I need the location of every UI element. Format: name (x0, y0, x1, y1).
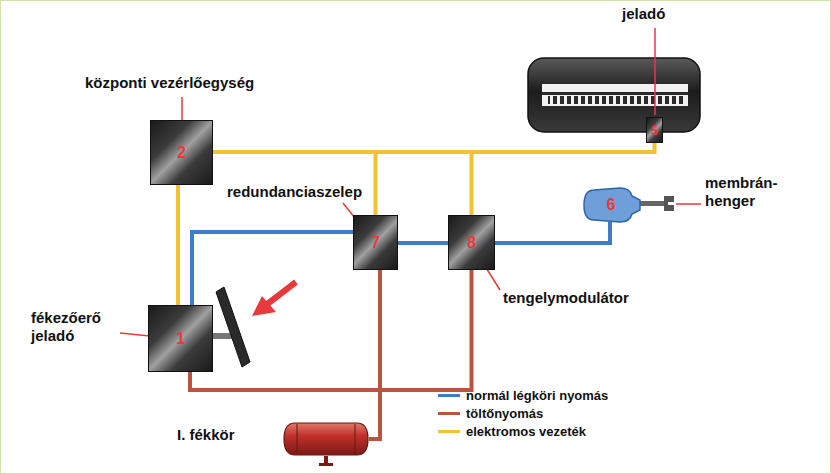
drain-valve (319, 456, 333, 466)
part-label: jeladó (622, 5, 665, 23)
callout-number: 2 (177, 145, 186, 161)
push-rod (640, 196, 674, 211)
part-label: membrán- henger (705, 174, 785, 210)
callout-number: 8 (467, 235, 476, 251)
component-box: 1fékezőerő jeladó (148, 305, 213, 372)
callout-number: 5 (651, 124, 658, 137)
legend-text: normál légköri nyomás (466, 388, 608, 403)
component-box: 2központi vezérlőegység (150, 120, 213, 185)
part-label: redundanciaszelep (227, 183, 362, 201)
component-box: 7redundanciaszelep (353, 215, 398, 270)
air-tank: I. fékkör (283, 422, 369, 456)
brake-chamber: 6membrán- henger (580, 184, 642, 226)
tone-wheel (528, 58, 700, 132)
pipe-connector (192, 232, 353, 305)
component-box: 5jeladó (646, 117, 663, 143)
pipe-connector (213, 152, 376, 215)
tank-shape (283, 422, 369, 456)
pipe-connector (398, 243, 448, 244)
part-label: központi vezérlőegység (85, 74, 254, 92)
brake-pedal (213, 287, 250, 367)
pipe-connector (495, 222, 610, 243)
legend-text: töltőnyomás (466, 406, 543, 421)
legend-row: töltőnyomás (438, 406, 543, 421)
callout-number: 7 (371, 235, 380, 251)
legend-row: normál légköri nyomás (438, 388, 608, 403)
part-label: fékezőerő jeladó (31, 309, 133, 345)
legend-row: elektromos vezeték (438, 424, 586, 439)
callout-number: 6 (607, 197, 616, 213)
legend-swatch (438, 430, 460, 433)
force-arrow (252, 282, 296, 316)
pipe-connector (213, 152, 472, 215)
part-label: tengelymodulátor (503, 289, 629, 307)
legend-swatch (438, 412, 460, 415)
part-label: I. fékkör (177, 426, 235, 444)
component-box: 8tengelymodulátor (448, 215, 495, 270)
pipe-connector (190, 270, 472, 390)
callout-number: 1 (176, 331, 185, 347)
pipe-connector (178, 185, 179, 305)
legend-text: elektromos vezeték (466, 424, 586, 439)
legend-swatch (438, 394, 460, 397)
pipe-connector (369, 270, 380, 439)
